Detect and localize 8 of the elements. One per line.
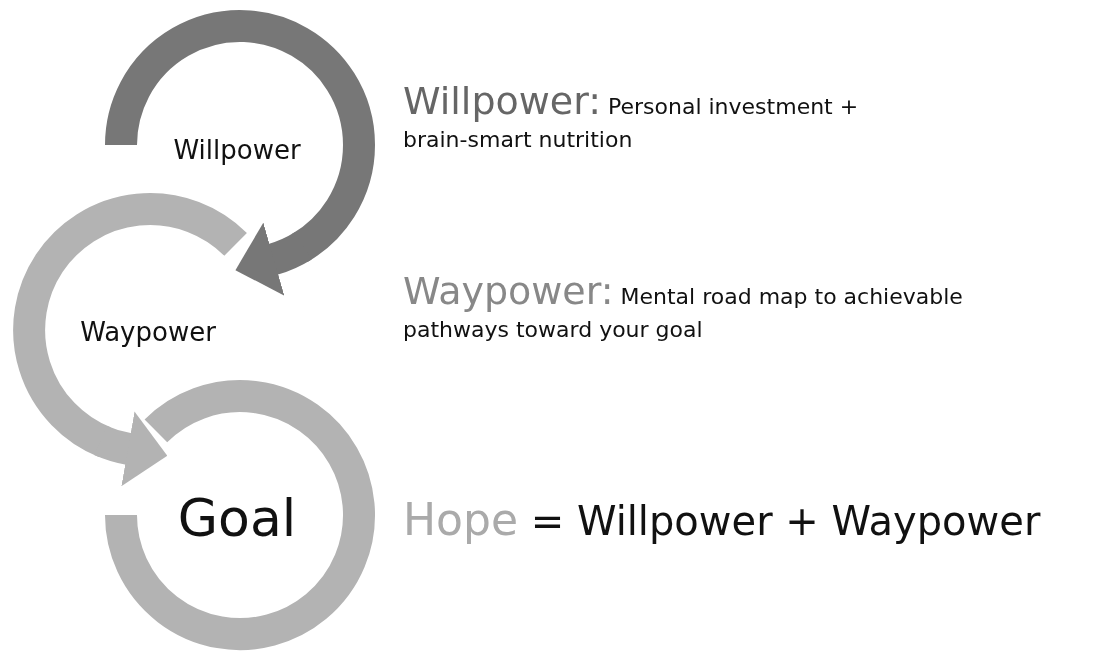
- description-text: Willpower: Personal investment + brain-smart nutrition: [403, 78, 860, 153]
- arrow: [235, 222, 312, 296]
- node-label: Willpower: [173, 135, 301, 165]
- node-label: Waypower: [80, 317, 216, 347]
- arrow: [94, 411, 168, 487]
- description-text: Hope = Willpower + Waypower: [403, 493, 1042, 547]
- node-label: Goal: [177, 488, 297, 548]
- description-text: Waypower: Mental road map to achievable pathways toward your goal: [403, 268, 964, 343]
